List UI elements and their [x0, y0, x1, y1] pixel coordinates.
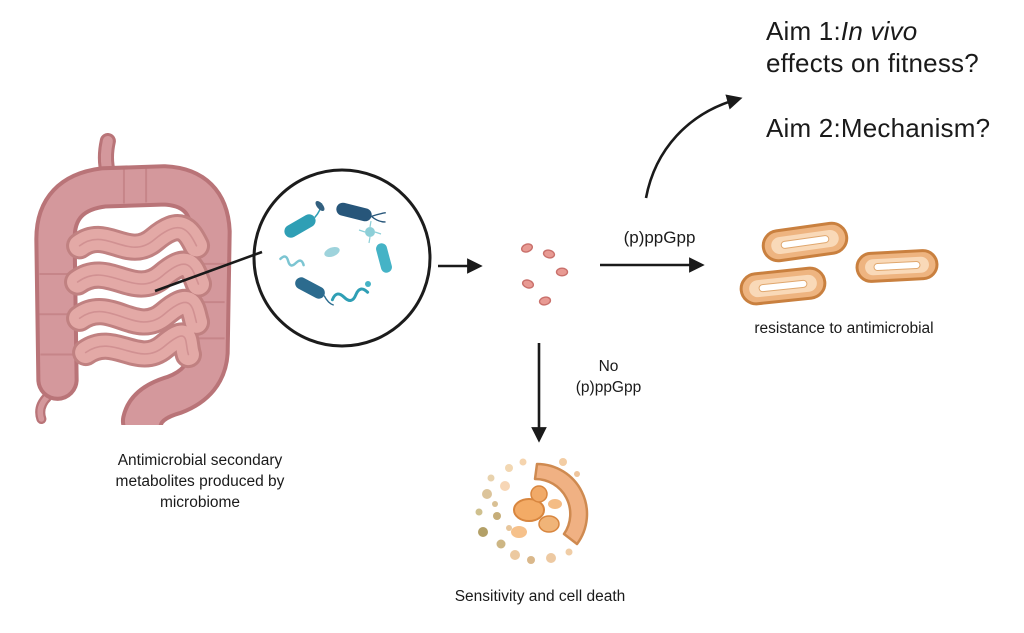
microbes-icon [279, 201, 392, 306]
resistant-bacteria-icon [739, 221, 939, 306]
dying-cell-icon [475, 458, 589, 564]
microbiome-magnifier [252, 168, 432, 348]
bacterium-rod [855, 249, 939, 283]
magnifier-circle [252, 168, 432, 348]
aim1-italic-text: In vivo [840, 16, 918, 46]
cell-fragments [511, 485, 562, 538]
aim1-prefix: Aim 1: [766, 16, 841, 46]
resistance-caption: resistance to antimicrobial [754, 320, 934, 337]
bacterium-rod [739, 266, 827, 306]
curved-arrow-icon [644, 94, 743, 199]
bacterium-rod [761, 221, 849, 263]
no-ppgpp-label: No (p)ppGpp [575, 358, 642, 396]
broken-cell-wall [533, 462, 589, 546]
aim1-line2: effects on fitness? [766, 48, 979, 78]
zoom-callout-line [154, 250, 263, 293]
intestine-illustration [34, 133, 232, 425]
metabolite-dots-icon [520, 243, 569, 306]
aim1-heading: Aim 1:In vivo effects on fitness? [766, 15, 1020, 79]
sensitivity-caption: Sensitivity and cell death [454, 588, 626, 605]
ppgpp-label: (p)ppGpp [623, 228, 696, 247]
source-caption: Antimicrobial secondary metabolites prod… [115, 452, 285, 511]
aim2-heading: Aim 2:Mechanism? [766, 113, 991, 143]
cell-debris-dots [475, 458, 580, 564]
small-intestine [64, 214, 213, 369]
